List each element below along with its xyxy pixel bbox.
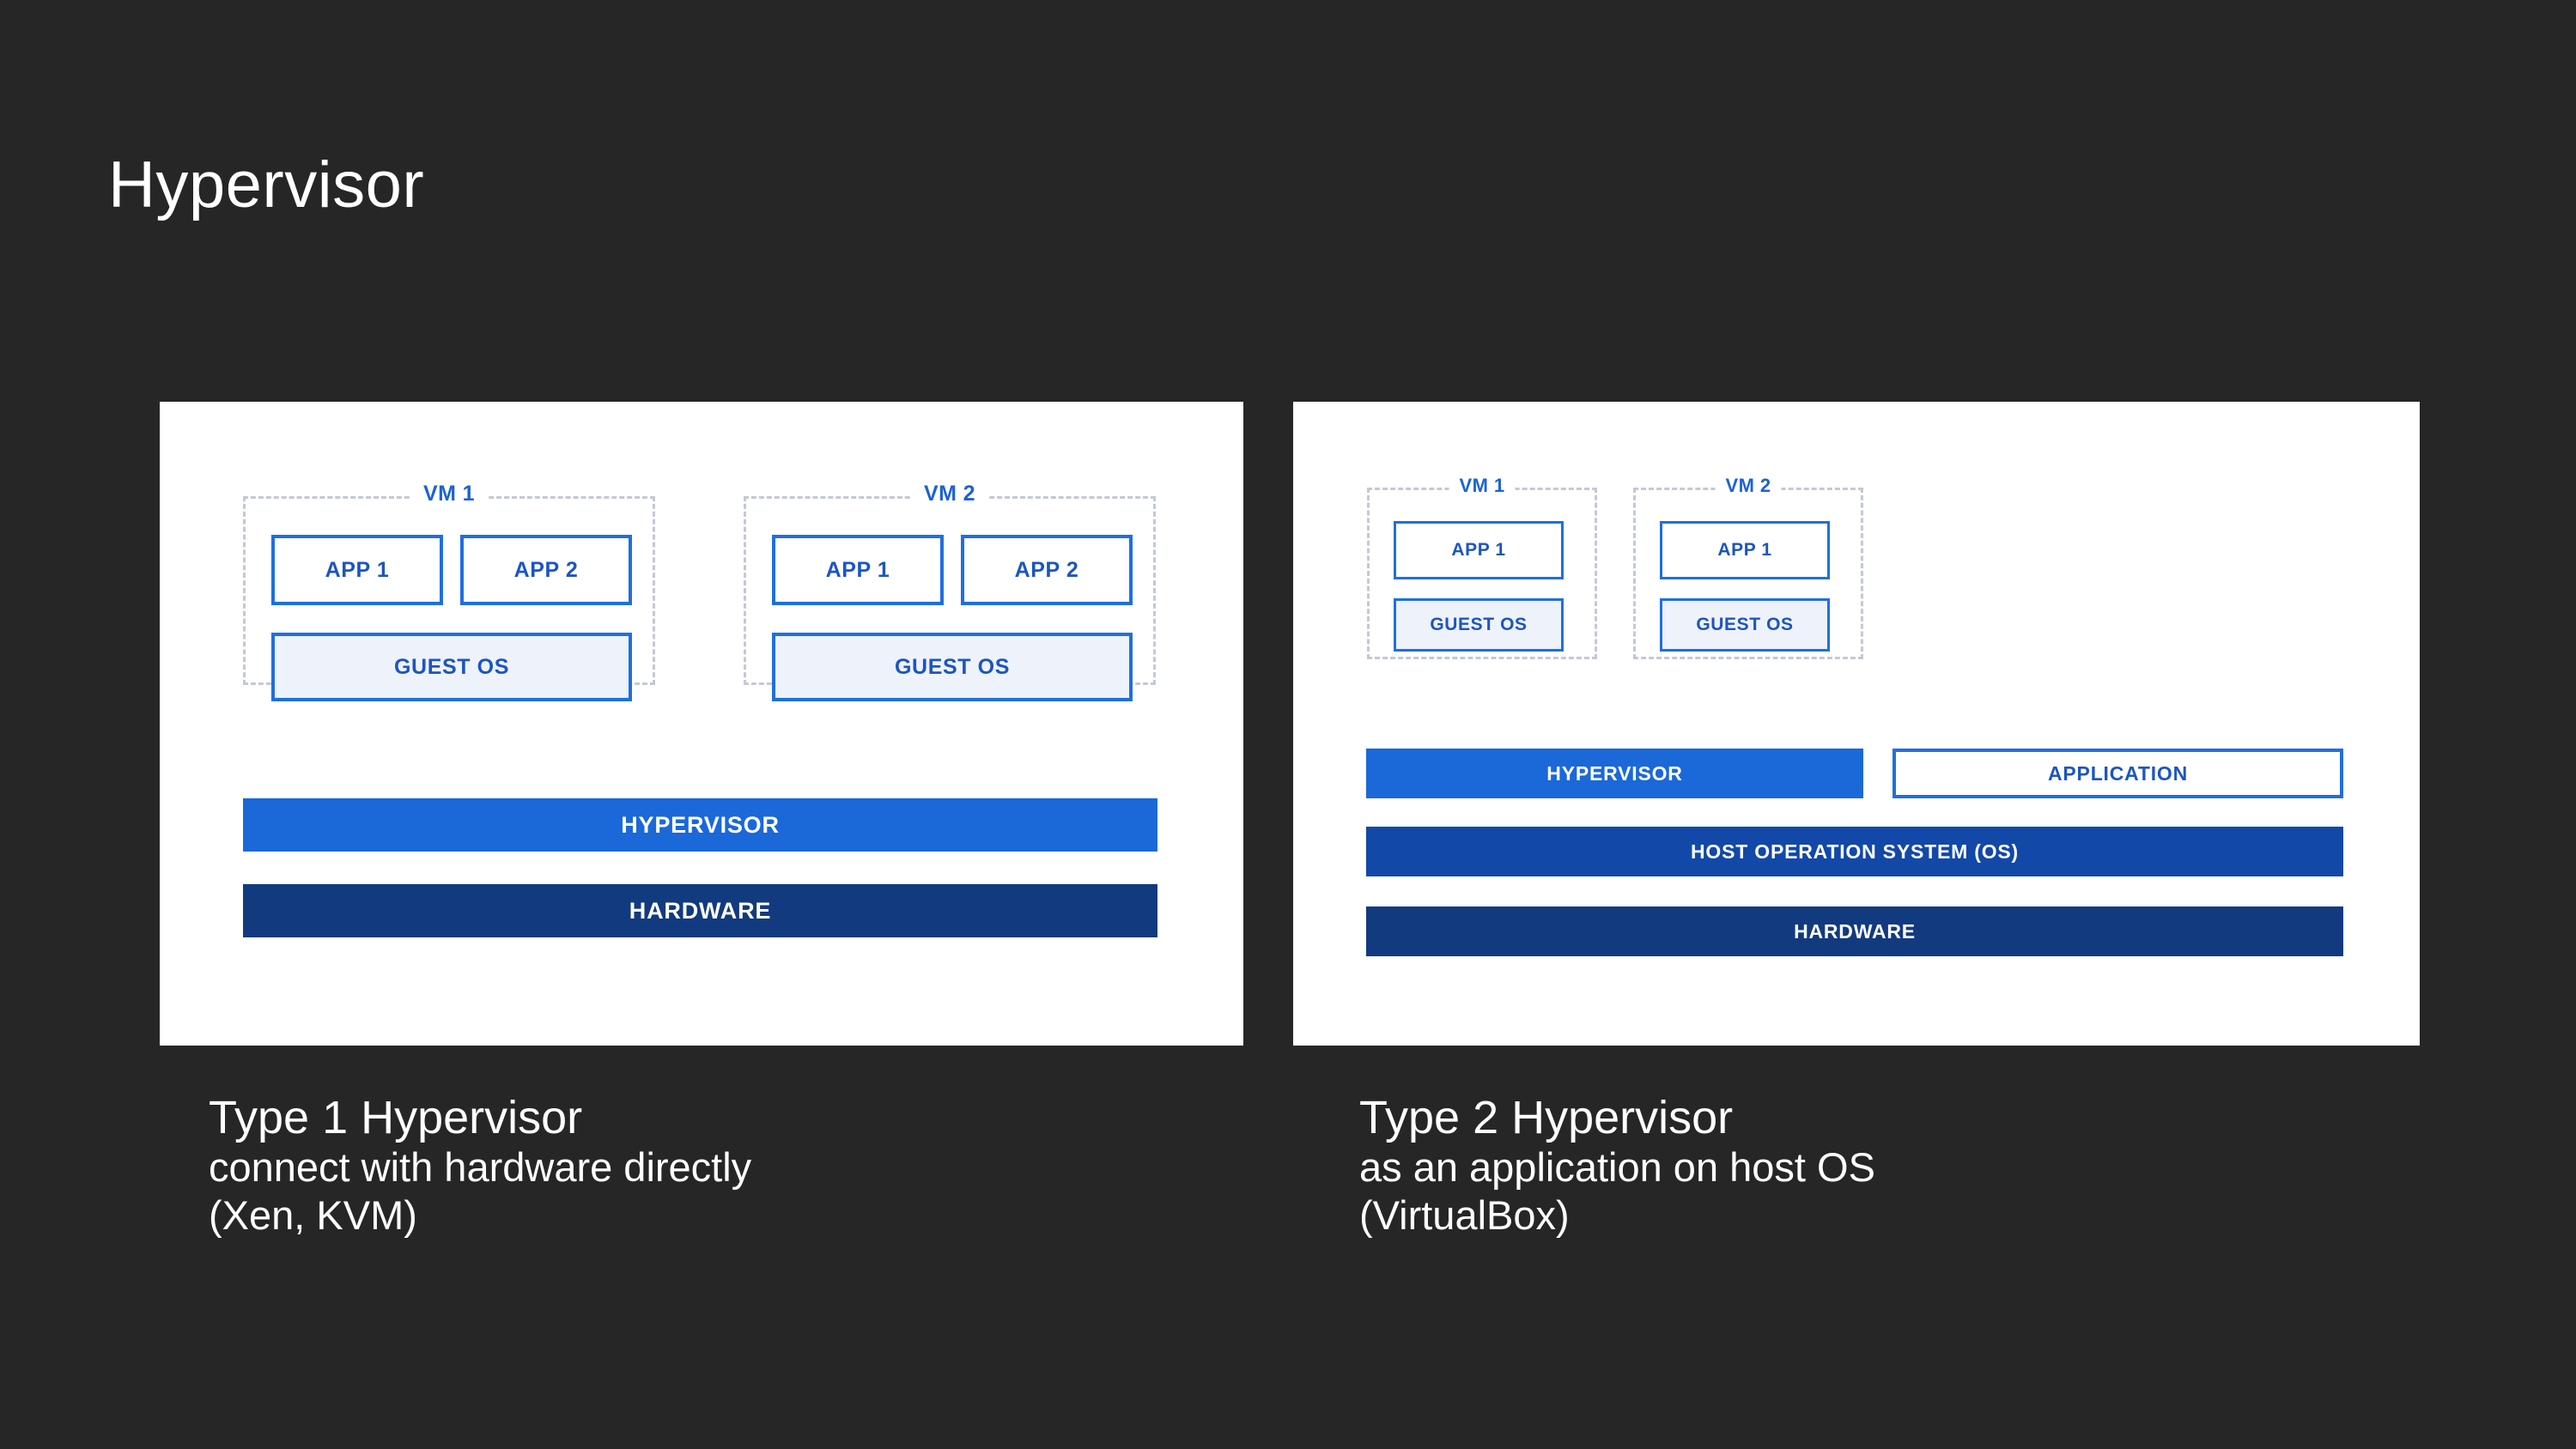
app-box: APP 1 [1394,521,1564,579]
caption-line-3: (VirtualBox) [1359,1191,1570,1238]
vm-label: VM 1 [1449,475,1516,497]
vm-container-1: VM 1 APP 1 APP 2 GUEST OS [243,482,655,701]
app-box: APP 2 [460,535,632,605]
vm-container-2: VM 2 APP 1 GUEST OS [1633,475,1863,659]
vm-label: VM 2 [910,482,989,506]
vm-label: VM 1 [410,482,489,506]
diagram-panel-type2: VM 1 APP 1 GUEST OS VM 2 APP 1 GUEST OS … [1293,402,2420,1046]
vm-container-1: VM 1 APP 1 GUEST OS [1367,475,1597,659]
caption-type2: Type 2 Hypervisor as an application on h… [1359,1092,1875,1239]
caption-line-3: (Xen, KVM) [209,1191,417,1238]
app-box: APP 1 [1660,521,1830,579]
app-box: APP 1 [271,535,443,605]
hypervisor-layer-bar: HYPERVISOR [1366,749,1863,798]
application-layer-box: APPLICATION [1893,749,2343,798]
caption-type1: Type 1 Hypervisor connect with hardware … [209,1092,751,1239]
vm-label: VM 2 [1715,475,1782,497]
caption-line-1: Type 2 Hypervisor [1359,1092,1734,1143]
guest-os-box: GUEST OS [1394,598,1564,652]
caption-line-2: as an application on host OS [1359,1144,1875,1191]
app-box: APP 2 [961,535,1133,605]
hypervisor-layer-bar: HYPERVISOR [243,798,1157,852]
guest-os-box: GUEST OS [271,633,632,701]
page-title: Hypervisor [108,149,425,221]
caption-line-2: connect with hardware directly [209,1144,752,1191]
guest-os-box: GUEST OS [772,633,1133,701]
caption-line-1: Type 1 Hypervisor [209,1092,583,1143]
guest-os-box: GUEST OS [1660,598,1830,652]
app-box: APP 1 [772,535,944,605]
vm-container-2: VM 2 APP 1 APP 2 GUEST OS [744,482,1156,701]
hardware-layer-bar: HARDWARE [243,884,1157,937]
hardware-layer-bar: HARDWARE [1366,906,2343,956]
host-os-layer-bar: HOST OPERATION SYSTEM (OS) [1366,827,2343,876]
diagram-panel-type1: VM 1 APP 1 APP 2 GUEST OS VM 2 APP 1 APP… [160,402,1243,1046]
